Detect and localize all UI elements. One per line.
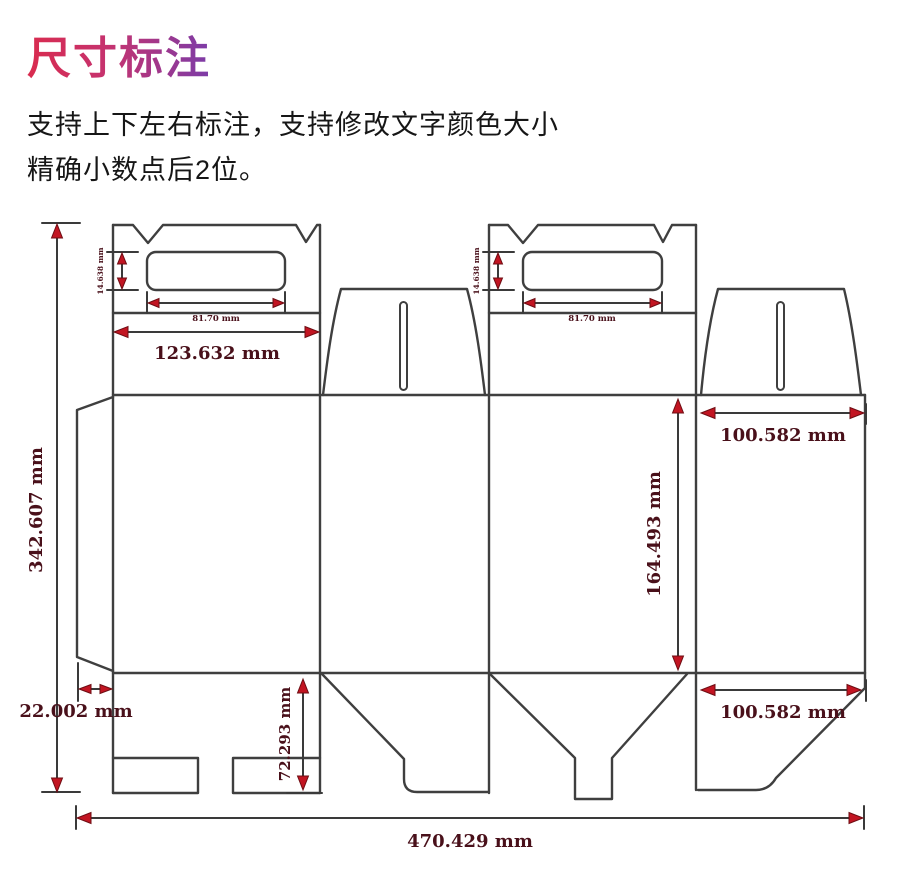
subtitle-line-1: 支持上下左右标注，支持修改文字颜色大小 (27, 110, 559, 140)
side-top-width-label: 100.582 mm (720, 425, 846, 446)
arrow-right-icon (846, 683, 863, 697)
front-bottom-flap (111, 756, 322, 795)
arrow-down-icon (116, 277, 128, 291)
window-width-label: 81.70 mm (568, 314, 616, 324)
page-title: 尺寸标注 (27, 22, 211, 86)
arrow-right-icon (272, 297, 286, 309)
arrow-left-icon (75, 811, 92, 825)
side2-tuck-flap (699, 287, 863, 397)
dim-line (286, 682, 323, 794)
arrow-up-icon (492, 251, 504, 265)
side1-tuck-slit (399, 301, 408, 391)
arrow-right-icon (649, 297, 663, 309)
glue-flap-width-label: 22.002 mm (19, 701, 132, 722)
dim-line (703, 679, 867, 702)
arrow-left-icon (522, 297, 536, 309)
arrow-right-icon (848, 811, 865, 825)
dim-glue-flap-width: 22.002 mm (19, 662, 133, 722)
arrow-right-icon (304, 325, 321, 339)
dim-line (75, 805, 865, 830)
dim-overall-height: 342.607 mm (26, 222, 81, 794)
window-height-label: 14.638 mm (96, 247, 105, 294)
front-hang-flap-top (111, 223, 322, 245)
arrow-left-icon (699, 683, 716, 697)
back-panel-height-label: 164.493 mm (644, 471, 665, 597)
dim-side-bottom-width: 100.582 mm (699, 679, 867, 723)
arrow-up-icon (116, 251, 128, 265)
arrow-up-icon (296, 677, 310, 694)
arrow-right-icon (849, 406, 866, 420)
window-width-label: 81.70 mm (192, 314, 240, 324)
arrow-left-icon (146, 297, 160, 309)
dim-back-panel-height: 164.493 mm (644, 397, 685, 672)
arrow-down-icon (671, 655, 685, 672)
dim-overall-width: 470.429 mm (75, 805, 865, 852)
arrow-down-icon (50, 777, 64, 794)
dim-side-top-width: 100.582 mm (699, 403, 867, 446)
back-bottom-flap (488, 672, 689, 801)
arrow-down-icon (296, 775, 310, 792)
side-bottom-width-label: 100.582 mm (720, 702, 846, 723)
side2-dust-flap (696, 671, 867, 792)
back-hang-window (521, 250, 664, 292)
side2-tuck-slit (776, 301, 785, 391)
subtitle-line-2: 精确小数点后2位。 (27, 155, 268, 185)
dim-line (703, 403, 867, 425)
glue-flap (75, 395, 115, 673)
arrow-left-icon (77, 683, 92, 695)
arrow-left-icon (699, 406, 716, 420)
arrow-up-icon (671, 397, 685, 414)
overall-height-label: 342.607 mm (26, 447, 47, 573)
dieline-outline (75, 223, 867, 801)
dim-bottom-flap-height: 72.293 mm (276, 677, 323, 794)
dim-line (146, 291, 286, 314)
side1-tuck-flap (321, 287, 487, 397)
back-hang-flap-top (487, 223, 698, 245)
dim-line (522, 291, 663, 314)
front-hang-window (145, 250, 287, 292)
dim-line (41, 222, 81, 793)
arrow-down-icon (492, 277, 504, 291)
overall-width-label: 470.429 mm (407, 831, 533, 852)
side1-dust-flap (320, 672, 490, 794)
dim-window-width-2: 81.70 mm (522, 291, 663, 324)
arrow-right-icon (99, 683, 114, 695)
dim-front-top-width: 123.632 mm (112, 325, 321, 364)
front-top-width-label: 123.632 mm (154, 343, 280, 364)
arrow-up-icon (50, 222, 64, 239)
dim-window-height-2: 14.638 mm (472, 247, 515, 295)
dim-window-height-1: 14.638 mm (96, 247, 139, 295)
window-height-label: 14.638 mm (472, 247, 481, 294)
dim-window-width-1: 81.70 mm (146, 291, 286, 324)
arrow-left-icon (112, 325, 129, 339)
bottom-flap-height-label: 72.293 mm (276, 687, 294, 782)
